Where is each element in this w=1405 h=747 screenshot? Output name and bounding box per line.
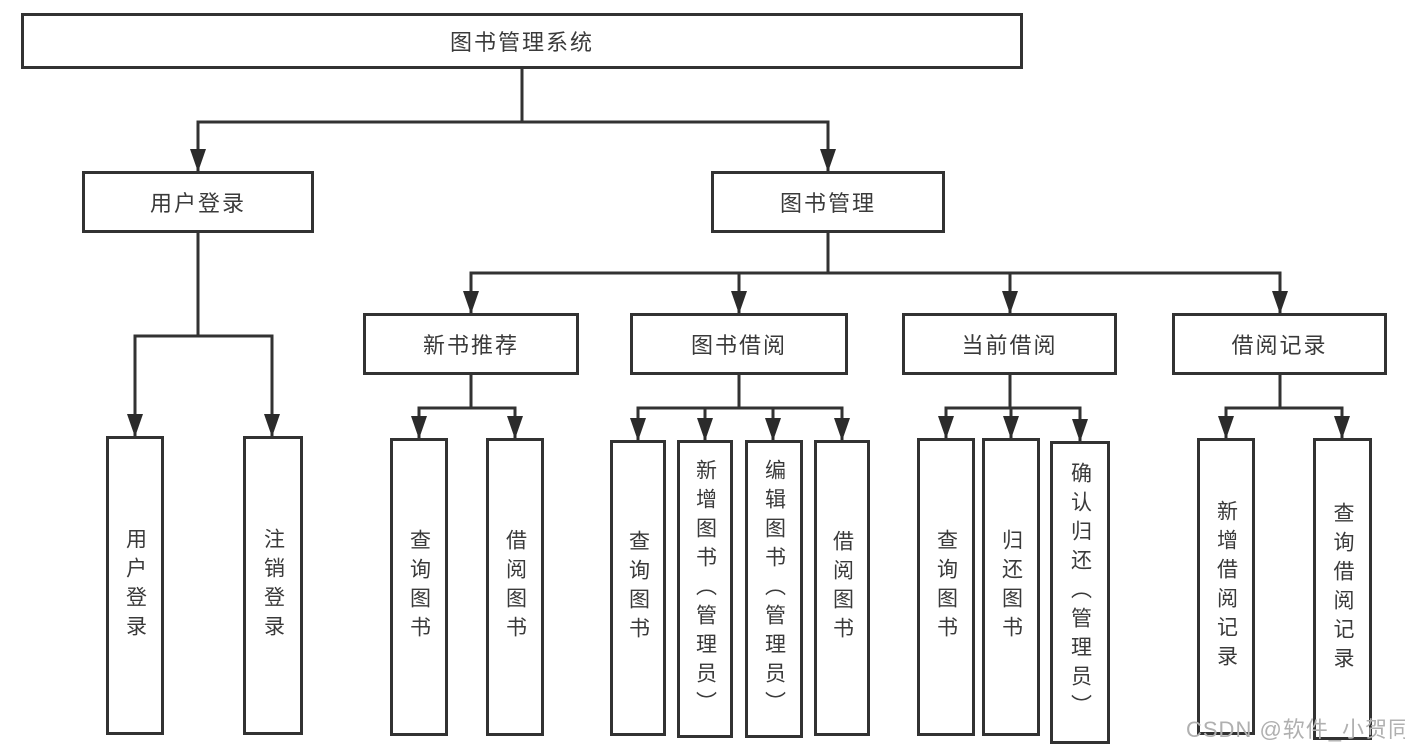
node-current-borrowing: 当前借阅 xyxy=(902,313,1117,375)
node-borrowing-records: 借阅记录 xyxy=(1172,313,1387,375)
node-label: 借阅记录 xyxy=(1231,333,1328,358)
node-label: 查询图书 xyxy=(934,529,958,645)
arrowhead xyxy=(1072,419,1088,442)
node-root: 图书管理系统 xyxy=(21,13,1023,69)
arrowhead xyxy=(938,416,954,439)
connector-borrowing-records-to-children xyxy=(1218,375,1350,439)
node-label: 借阅图书 xyxy=(503,529,527,645)
arrowhead xyxy=(507,416,523,439)
arrowhead xyxy=(765,418,781,441)
node-nbr-query-books: 查询图书 xyxy=(390,438,448,736)
arrowhead xyxy=(411,416,427,439)
node-label: 借阅图书 xyxy=(830,530,854,646)
arrowhead xyxy=(1003,416,1019,439)
node-label: 图书借阅 xyxy=(690,333,787,358)
node-label: 图书管理 xyxy=(779,191,876,216)
node-login: 用户登录 xyxy=(106,436,164,735)
csdn-watermark: CSDN @软件_小贺同学 xyxy=(1186,717,1405,742)
node-label: 查询图书 xyxy=(626,530,650,646)
node-bb-query-books: 查询图书 xyxy=(610,440,666,736)
arrowhead xyxy=(630,418,646,441)
arrowhead xyxy=(127,414,143,437)
node-label: 图书管理系统 xyxy=(449,30,594,55)
node-label: 编辑图书（管理员） xyxy=(762,458,786,720)
node-label: 新增借阅记录 xyxy=(1214,499,1238,674)
node-book-borrowing: 图书借阅 xyxy=(630,313,848,375)
node-label: 新书推荐 xyxy=(422,333,519,358)
node-cb-query-books: 查询图书 xyxy=(917,438,975,736)
node-br-add-record: 新增借阅记录 xyxy=(1197,438,1255,735)
connector-user-login-to-children xyxy=(127,233,280,437)
node-label: 查询借阅记录 xyxy=(1331,502,1354,676)
node-label: 用户登录 xyxy=(123,527,147,644)
node-new-book-recommendation: 新书推荐 xyxy=(363,313,579,375)
node-logout: 注销登录 xyxy=(243,436,303,735)
node-cb-return-books: 归还图书 xyxy=(982,438,1040,736)
connector-new-book-recommendation-to-children xyxy=(411,375,523,439)
arrowhead xyxy=(1272,291,1288,314)
arrowhead xyxy=(190,149,206,172)
node-label: 查询图书 xyxy=(407,529,431,645)
node-label: 确认归还（管理员） xyxy=(1068,462,1092,723)
node-br-query-record: 查询借阅记录 xyxy=(1313,438,1372,740)
arrowhead xyxy=(463,291,479,314)
arrowhead xyxy=(1002,291,1018,314)
arrowhead xyxy=(820,149,836,172)
arrowhead xyxy=(1334,416,1350,439)
arrowhead xyxy=(1218,416,1234,439)
arrowhead xyxy=(697,418,713,441)
node-label: 新增图书（管理员） xyxy=(693,458,717,720)
node-nbr-borrow-books: 借阅图书 xyxy=(486,438,544,736)
node-label: 归还图书 xyxy=(999,529,1023,645)
node-label: 用户登录 xyxy=(149,191,246,216)
node-bb-borrow-books: 借阅图书 xyxy=(814,440,870,736)
arrowhead xyxy=(731,291,747,314)
node-bb-add-books: 新增图书（管理员） xyxy=(677,440,733,738)
connector-book-management-to-row3 xyxy=(463,233,1288,314)
node-book-management: 图书管理 xyxy=(711,171,945,233)
node-cb-confirm-return: 确认归还（管理员） xyxy=(1050,441,1110,744)
arrowhead xyxy=(264,414,280,437)
arrowhead xyxy=(834,418,850,441)
node-label: 注销登录 xyxy=(261,527,285,644)
node-label: 当前借阅 xyxy=(961,333,1058,358)
connector-book-borrowing-to-children xyxy=(630,375,850,441)
node-bb-edit-books: 编辑图书（管理员） xyxy=(745,440,803,738)
node-user-login: 用户登录 xyxy=(82,171,314,233)
connector-root-to-row2 xyxy=(190,69,836,172)
connector-current-borrowing-to-children xyxy=(938,375,1088,442)
